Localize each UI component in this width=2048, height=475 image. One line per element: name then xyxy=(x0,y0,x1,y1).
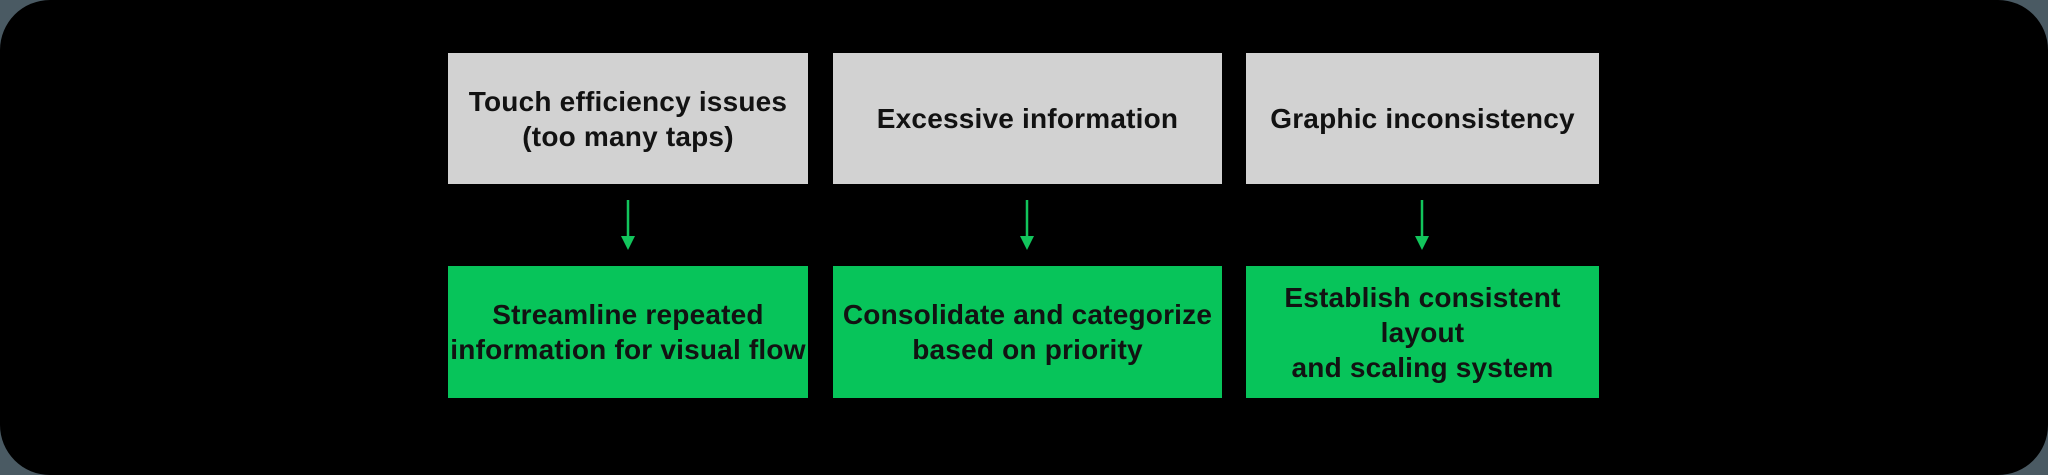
solution-text-line: information for visual flow xyxy=(450,334,806,365)
solution-text-line: and scaling system xyxy=(1291,351,1554,383)
problem-box: Touch efficiency issues (too many taps) xyxy=(448,53,808,184)
solution-text-line: Establish consistent layout xyxy=(1284,281,1561,348)
problem-box: Graphic inconsistency xyxy=(1246,53,1599,184)
solution-text-line: Streamline repeated xyxy=(492,299,764,330)
solution-text-line: Consolidate and categorize xyxy=(842,299,1213,330)
problem-text-line: Excessive information xyxy=(876,103,1179,134)
down-arrow-icon xyxy=(1020,200,1034,250)
down-arrow-icon xyxy=(1415,200,1429,250)
solution-box: Streamline repeated information for visu… xyxy=(448,266,808,398)
solution-box: Consolidate and categorize based on prio… xyxy=(833,266,1222,398)
problem-text-line: (too many taps) xyxy=(522,120,734,152)
problem-text-line: Touch efficiency issues xyxy=(468,85,788,117)
problem-text-line: Graphic inconsistency xyxy=(1270,103,1575,134)
solution-box: Establish consistent layout and scaling … xyxy=(1246,266,1599,398)
problem-box: Excessive information xyxy=(833,53,1222,184)
solution-text-line: based on priority xyxy=(912,334,1143,365)
down-arrow-icon xyxy=(621,200,635,250)
